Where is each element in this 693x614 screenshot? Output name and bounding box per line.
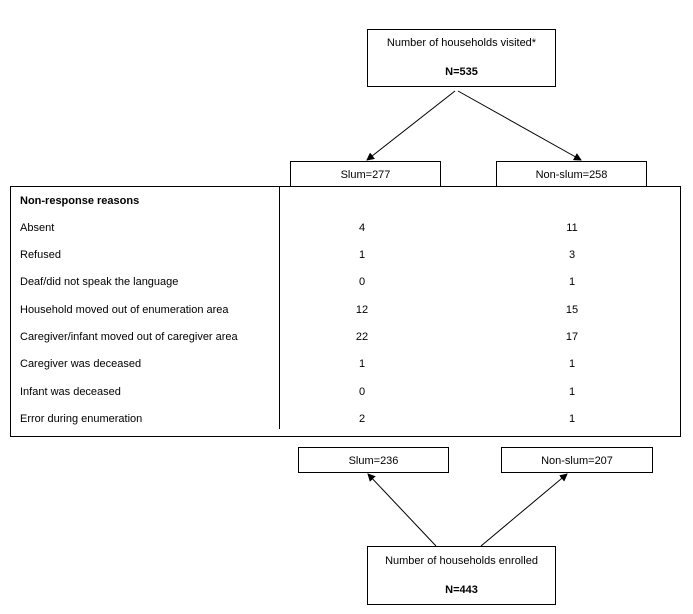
households-enrolled-label: Number of households enrolled <box>385 555 538 567</box>
table-row: Error during enumeration 2 1 <box>11 413 680 427</box>
households-visited-label: Number of households visited* <box>386 37 537 49</box>
slum-value: 12 <box>355 304 369 316</box>
table-row: Caregiver/infant moved out of caregiver … <box>11 331 680 345</box>
table-row: Absent 4 11 <box>11 222 680 236</box>
non-slum-value: 1 <box>568 276 576 288</box>
table-header: Non-response reasons <box>20 195 140 207</box>
reason-label: Absent <box>20 222 55 234</box>
households-visited-count: N=535 <box>445 66 478 78</box>
slum-value: 0 <box>358 276 366 288</box>
reason-label: Refused <box>20 249 61 261</box>
table-row: Household moved out of enumeration area … <box>11 304 680 318</box>
non-slum-value: 1 <box>568 413 576 425</box>
non-slum-visited-box: Non-slum=258 <box>496 161 647 187</box>
arrow-to-non-slum <box>457 90 582 161</box>
non-slum-value: 3 <box>568 249 576 261</box>
reason-label: Caregiver was deceased <box>20 358 142 370</box>
reason-label: Infant was deceased <box>20 386 121 398</box>
households-visited-box: Number of households visited* N=535 <box>367 29 556 87</box>
slum-value: 1 <box>358 249 366 261</box>
non-slum-value: 1 <box>568 358 576 370</box>
slum-enrolled-box: Slum=236 <box>298 447 449 473</box>
table-divider <box>279 187 280 429</box>
slum-value: 1 <box>358 358 366 370</box>
reason-label: Error during enumeration <box>20 413 143 425</box>
non-slum-enrolled-box: Non-slum=207 <box>501 447 653 473</box>
table-row: Caregiver was deceased 1 1 <box>11 358 680 372</box>
non-slum-value: 15 <box>565 304 579 316</box>
slum-value: 2 <box>358 413 366 425</box>
arrow-to-non-slum-enrolled <box>480 473 568 547</box>
non-slum-value: 17 <box>565 331 579 343</box>
arrow-to-slum-enrolled <box>367 473 437 547</box>
non-slum-value: 11 <box>566 222 578 234</box>
slum-value: 22 <box>355 331 369 343</box>
table-row: Infant was deceased 0 1 <box>11 386 680 400</box>
non-response-table: Non-response reasons Absent 4 11 Refused… <box>10 186 681 437</box>
reason-label: Deaf/did not speak the language <box>20 276 179 288</box>
slum-visited-box: Slum=277 <box>290 161 441 187</box>
table-row: Refused 1 3 <box>11 249 680 263</box>
reason-label: Household moved out of enumeration area <box>20 304 229 316</box>
households-enrolled-box: Number of households enrolled N=443 <box>367 546 556 605</box>
arrow-to-slum <box>366 90 456 161</box>
households-enrolled-count: N=443 <box>445 584 478 596</box>
slum-value: 4 <box>358 222 366 234</box>
non-slum-value: 1 <box>568 386 576 398</box>
slum-value: 0 <box>358 386 366 398</box>
table-row: Deaf/did not speak the language 0 1 <box>11 276 680 290</box>
reason-label: Caregiver/infant moved out of caregiver … <box>20 331 238 343</box>
